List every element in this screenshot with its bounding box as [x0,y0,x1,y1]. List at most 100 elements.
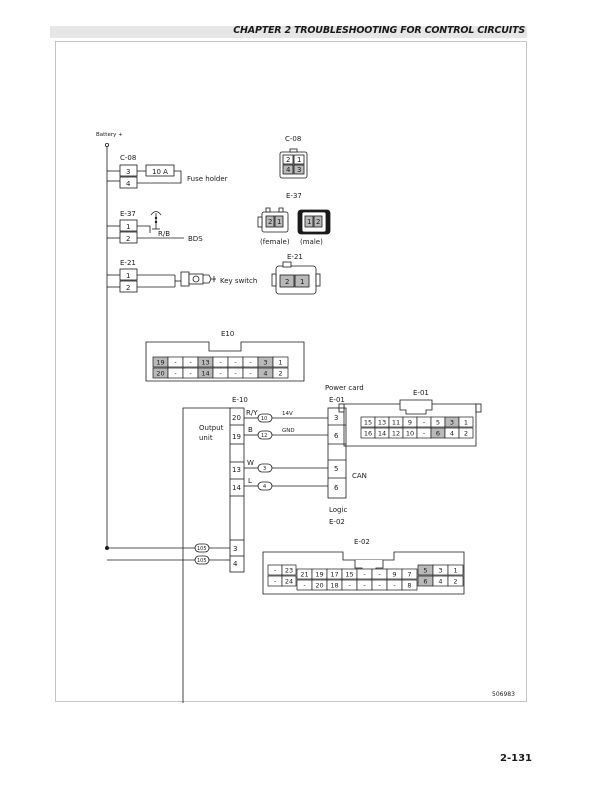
e10-cell: 2 [278,370,282,378]
e10-cell: - [219,359,222,367]
power-card-block: Power card E-01 3 6 5 6 CAN Logic E-02 [325,384,367,526]
e10-cell: - [189,359,192,367]
e37-female-cell: 2 [268,218,272,226]
e21-view-cell: 2 [285,278,289,286]
e37-pin-2: 2 [126,235,130,243]
e01-cell-box [458,416,474,428]
e10-cell: - [219,370,222,378]
output-unit-connector: E-10 [232,396,248,404]
e02-cell: - [378,582,381,590]
e21-view-cell: 1 [300,278,304,286]
e02-cell: 2 [453,578,457,586]
e02-cell: - [274,567,277,575]
e37-male-cell: 1 [307,218,311,226]
e01-cell: - [423,419,426,427]
wire-signal: 14V [282,411,293,417]
e37-female-cell: 1 [277,218,281,226]
e01-cell: 11 [392,419,400,427]
e02-cell: 9 [392,571,396,579]
c08-connector: C-08 3 4 10 A Fuse holder [107,154,228,189]
e10-cell: 13 [201,359,209,367]
e02-cell: 17 [330,571,338,579]
e01-cell: 4 [450,430,454,438]
key-switch-label: Key switch [220,277,257,285]
output-pin: 19 [232,433,241,441]
c08-view-cell: 4 [286,166,291,174]
battery-label: Battery + [96,132,123,138]
e01-cell: 5 [436,419,440,427]
e02-cell: 5 [423,567,427,575]
e37-male-cell: 2 [316,218,320,226]
e02-cell: 19 [315,571,323,579]
e10-cell: - [174,359,177,367]
e01-cell: 9 [408,419,412,427]
e01-cell: 1 [464,419,468,427]
e02-cell: 21 [300,571,308,579]
e37-view: E-37 2 1 1 2 (female) (male) [257,192,331,246]
e21-view: E-21 2 1 [271,253,321,295]
e10-cell: 1 [278,359,282,367]
output-pin: 20 [232,414,241,422]
e01-cell: 13 [378,419,386,427]
power-card-label: Power card [325,384,364,392]
e10-cell: 20 [156,370,164,378]
e01-cell: 12 [392,430,400,438]
e01-cell: 14 [378,430,386,438]
e10-cell: 14 [201,370,209,378]
e02-cell: - [363,582,366,590]
e37-female-label: (female) [260,238,290,246]
e37-connector-label: E-37 [120,210,136,218]
e02-cell: - [303,582,306,590]
c08-view-cell: 1 [297,156,301,164]
e21-pin-2: 2 [126,284,130,292]
e01-view-title: E-01 [413,389,429,397]
e01-cell-box [458,427,474,439]
battery-feed [105,142,110,548]
e02-cell: - [393,582,396,590]
e21-pin-1: 1 [126,272,130,280]
wire-color: B [248,426,253,434]
e02-cell-box [447,575,464,587]
e02-cell-box [447,564,464,576]
e02-cell: - [274,578,277,586]
wire-color: W [247,459,254,467]
wire-number: 12 [261,433,267,439]
wire-number: 4 [263,484,266,490]
e01-cell: 10 [406,430,414,438]
e21-connector: E-21 1 2 Key switch [107,259,257,293]
e21-connector-label: E-21 [120,259,136,267]
output-pin: 3 [233,545,237,553]
e01-cell: 15 [364,419,372,427]
bds-wire-color: R/B [158,230,170,238]
e02-cell: - [348,582,351,590]
e10-cell: 3 [263,359,267,367]
header-bar [50,26,527,38]
page-number: 2-131 [500,753,532,764]
e02-cell-box [401,568,418,580]
e21-view-title: E-21 [287,253,303,261]
e01-cell: 6 [436,430,440,438]
e02-cell: 3 [438,567,442,575]
logic-connector: E-02 [329,518,345,526]
e02-cell: 18 [330,582,338,590]
e37-pin-1: 1 [126,223,130,231]
can-label: CAN [352,472,367,480]
e37-view-title: E-37 [286,192,302,200]
e10-view-title: E10 [221,330,234,338]
wire-number: 10 [261,416,267,422]
power-card-pin: 3 [334,414,338,422]
bds-label: BDS [188,235,203,243]
e02-cell: - [378,571,381,579]
c08-view-cell: 3 [297,166,301,174]
wire-signal: GND [282,428,295,434]
e10-cell-box [272,356,289,368]
e10-cell: - [249,359,252,367]
output-unit-block: E-10 Output unit 20 19 13 14 3 4 [182,396,248,703]
logic-label: Logic [329,506,347,514]
output-pin: 13 [232,466,241,474]
fuse-holder-label: Fuse holder [187,175,228,183]
